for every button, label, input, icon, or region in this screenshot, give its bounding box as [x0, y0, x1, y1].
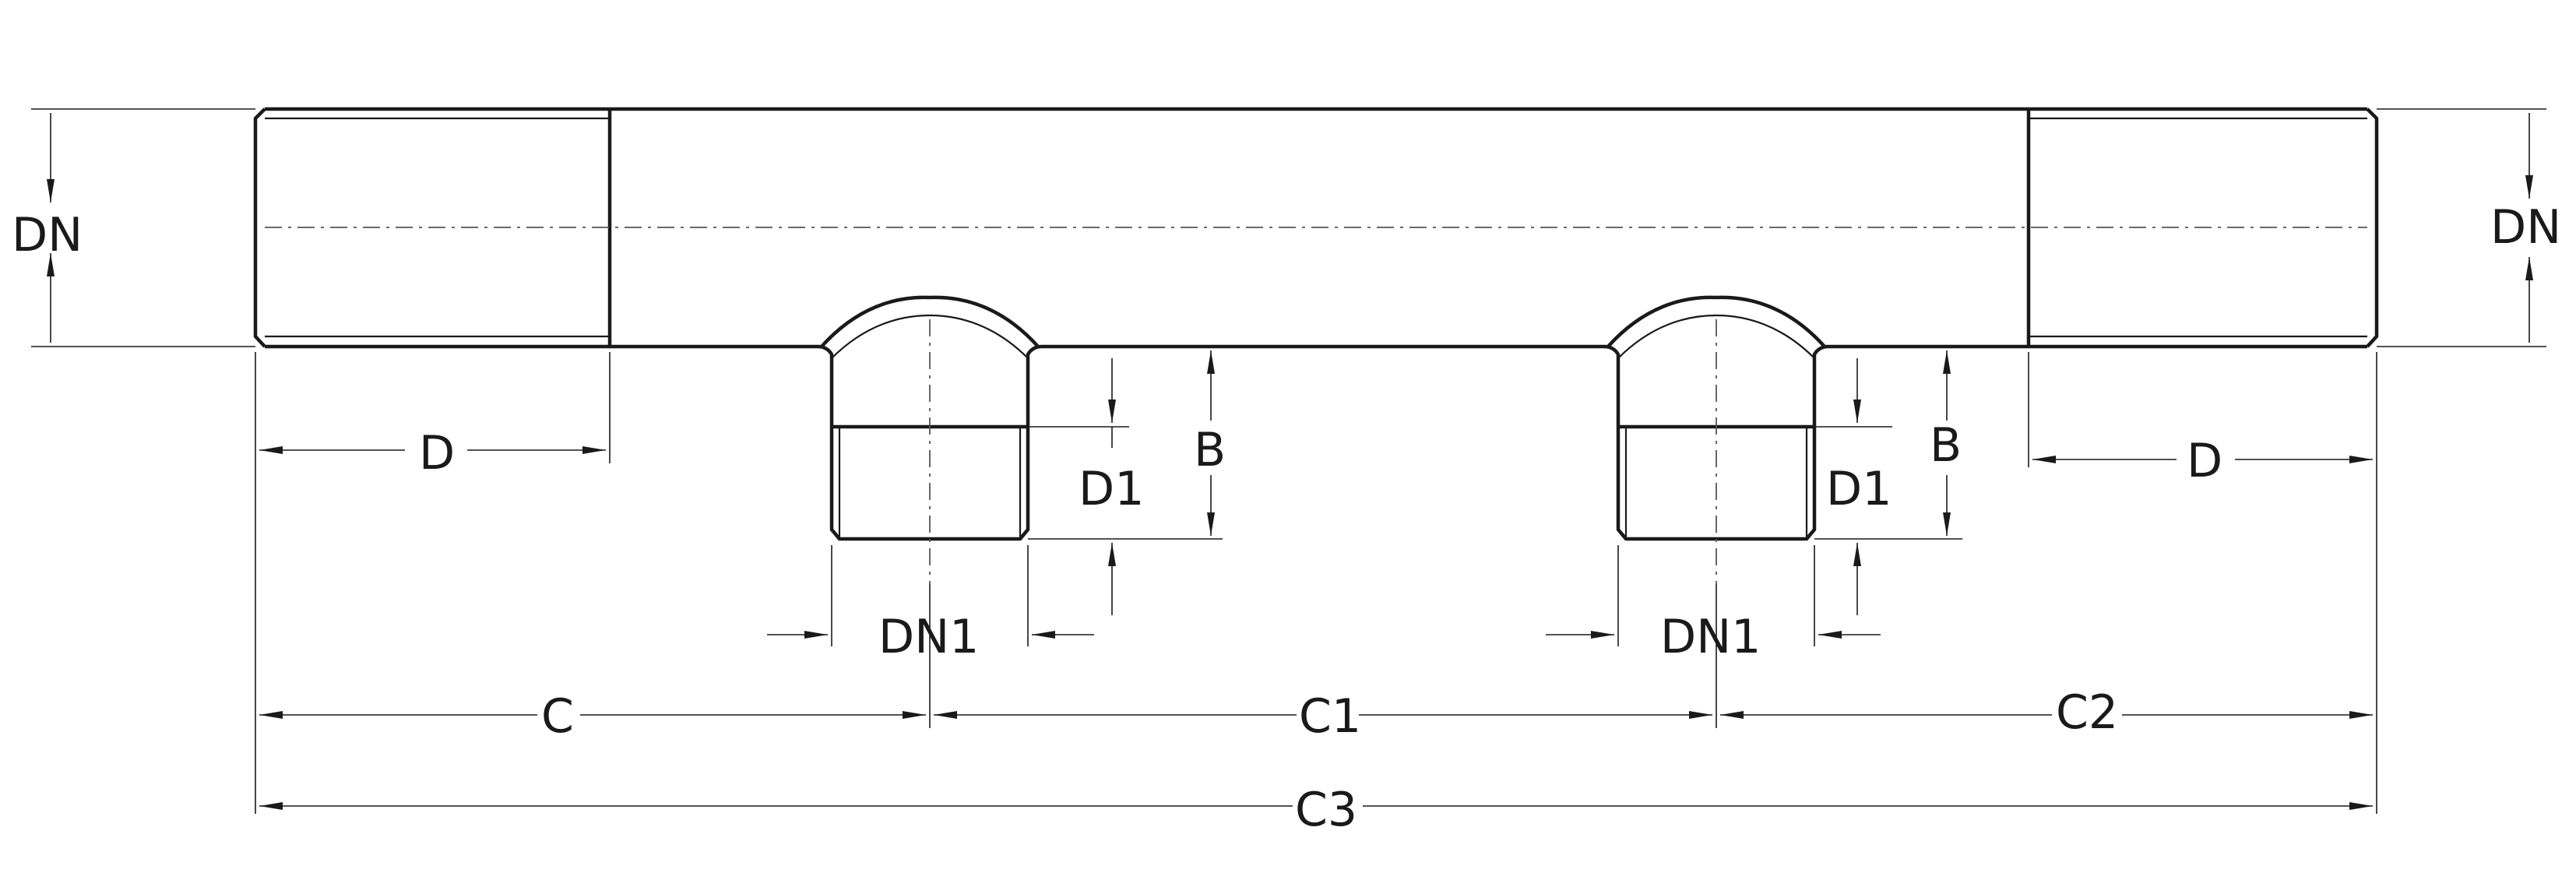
label-b-right: B [1930, 418, 1962, 473]
branch-right [1606, 295, 1826, 584]
label-dn1-left: DN1 [878, 610, 979, 664]
label-dn1-right: DN1 [1660, 610, 1761, 664]
dimension-labels: DN DN D D B B D1 D1 DN1 DN1 C C1 C2 C3 [12, 200, 2561, 837]
pipe-body [253, 107, 2379, 358]
extension-lines [31, 108, 2546, 814]
label-c2: C2 [2056, 685, 2118, 740]
label-d-left: D [419, 426, 455, 480]
label-b-left: B [1194, 423, 1226, 477]
label-c1: C1 [1299, 689, 1361, 744]
label-dn-left: DN [12, 208, 83, 262]
branch-left [820, 295, 1040, 584]
label-c: C [541, 689, 574, 744]
label-dn-right: DN [2490, 200, 2561, 255]
label-d1-left: D1 [1079, 462, 1144, 516]
label-c3: C3 [1295, 783, 1357, 837]
label-d-right: D [2187, 434, 2222, 488]
label-d1-right: D1 [1826, 462, 1892, 516]
dimension-lines [47, 113, 2533, 810]
